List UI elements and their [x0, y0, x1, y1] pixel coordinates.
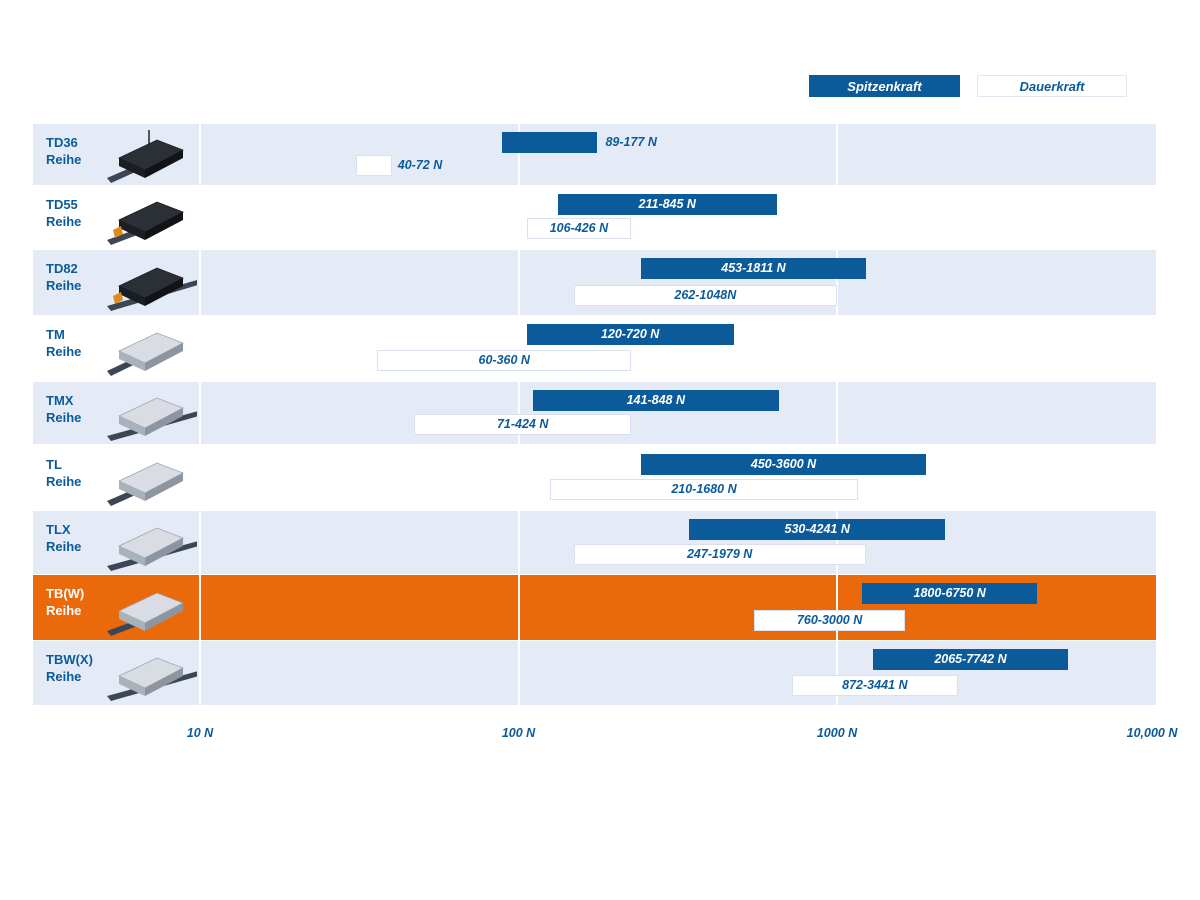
peak-force-bar: [557, 194, 777, 215]
row-label-series: TD82: [46, 261, 78, 276]
continuous-force-bar: [356, 155, 392, 176]
continuous-force-label: 262-1048N: [674, 288, 737, 302]
row-label-series: TD36: [46, 135, 78, 150]
legend-peak: Spitzenkraft: [809, 75, 960, 97]
continuous-force-bar: [414, 414, 632, 435]
gridline: [199, 122, 201, 706]
peak-force-bar: [641, 258, 866, 279]
row-label-suffix: Reihe: [46, 539, 82, 554]
peak-force-label: 141-848 N: [626, 393, 685, 407]
row-label-suffix: Reihe: [46, 214, 82, 229]
continuous-force-bar: [573, 285, 837, 306]
row-label: TL Reihe: [46, 456, 81, 490]
linear-motor-tm-icon: [107, 332, 184, 376]
peak-force-label: 450-3600 N: [750, 457, 817, 471]
row-label: TM Reihe: [46, 326, 81, 360]
continuous-force-label: 71-424 N: [496, 417, 549, 431]
continuous-force-label: 760-3000 N: [796, 613, 863, 627]
x-axis-tick-label: 10,000 N: [1126, 726, 1178, 740]
continuous-force-bar: [791, 675, 959, 696]
row-label-series: TLX: [46, 522, 71, 537]
row-label-suffix: Reihe: [46, 603, 82, 618]
x-axis-tick-label: 1000 N: [816, 726, 858, 740]
row-label-series: TB(W): [46, 586, 85, 601]
row-label-series: TBW(X): [46, 652, 93, 667]
continuous-force-bar: [526, 218, 632, 239]
linear-motor-tbwx-icon: [107, 657, 197, 701]
row-label-suffix: Reihe: [46, 474, 82, 489]
row-label-suffix: Reihe: [46, 669, 82, 684]
peak-force-bar: [641, 454, 926, 475]
linear-motor-tmx-icon: [107, 397, 197, 441]
continuous-force-label: 106-426 N: [549, 221, 609, 235]
continuous-force-bar: [377, 350, 632, 371]
continuous-force-label: 247-1979 N: [686, 547, 753, 561]
row-label-series: TM: [46, 327, 65, 342]
linear-motor-tl-icon: [107, 462, 184, 506]
legend-peak-label: Spitzenkraft: [847, 78, 922, 94]
peak-force-bar: [862, 583, 1038, 604]
continuous-force-bar: [573, 544, 866, 565]
legend-continuous-label: Dauerkraft: [1019, 78, 1085, 94]
peak-force-label: 530-4241 N: [784, 522, 850, 536]
continuous-force-bar: [550, 479, 858, 500]
chart-row: TLX Reihe: [33, 511, 1156, 574]
linear-motor-tlx-icon: [107, 527, 197, 571]
row-label: TLX Reihe: [46, 521, 81, 555]
peak-force-bar: [532, 390, 779, 411]
peak-force-label: 211-845 N: [638, 197, 696, 211]
row-label: TMX Reihe: [46, 392, 81, 426]
row-label-series: TD55: [46, 197, 78, 212]
continuous-force-label: 60-360 N: [478, 353, 530, 367]
row-label-suffix: Reihe: [46, 344, 82, 359]
continuous-force-bar: [753, 610, 906, 631]
row-label-series: TL: [46, 457, 62, 472]
row-label: TB(W) Reihe: [46, 585, 84, 619]
row-label-suffix: Reihe: [46, 152, 82, 167]
continuous-force-label: 210-1680 N: [671, 482, 737, 496]
peak-force-bar: [873, 649, 1068, 670]
peak-force-label: 2065-7742 N: [934, 652, 1007, 666]
peak-force-label: 1800-6750 N: [913, 586, 986, 600]
linear-motor-td36-icon: [107, 130, 184, 183]
x-axis-tick-label: 100 N: [501, 726, 536, 740]
x-axis-tick-label: 10 N: [186, 726, 214, 740]
peak-force-label: 120-720 N: [600, 327, 660, 341]
row-label: TBW(X) Reihe: [46, 651, 93, 685]
continuous-force-label: 872-3441 N: [842, 678, 908, 692]
linear-motor-tbw-icon: [107, 592, 184, 636]
continuous-force-label: 40-72 N: [397, 158, 443, 172]
row-label-series: TMX: [46, 393, 74, 408]
linear-motor-td82-icon: [107, 267, 197, 311]
linear-motor-td55-icon: [107, 201, 184, 245]
peak-force-bar: [502, 132, 598, 153]
chart-row: TBW(X) Reihe: [33, 641, 1156, 705]
gridline: [836, 122, 838, 706]
peak-force-label: 453-1811 N: [721, 261, 786, 275]
legend-continuous: Dauerkraft: [977, 75, 1127, 97]
row-label-suffix: Reihe: [46, 278, 82, 293]
peak-force-bar: [688, 519, 946, 540]
peak-force-bar: [526, 324, 734, 345]
peak-force-label: 89-177 N: [605, 135, 657, 149]
row-label-suffix: Reihe: [46, 410, 82, 425]
